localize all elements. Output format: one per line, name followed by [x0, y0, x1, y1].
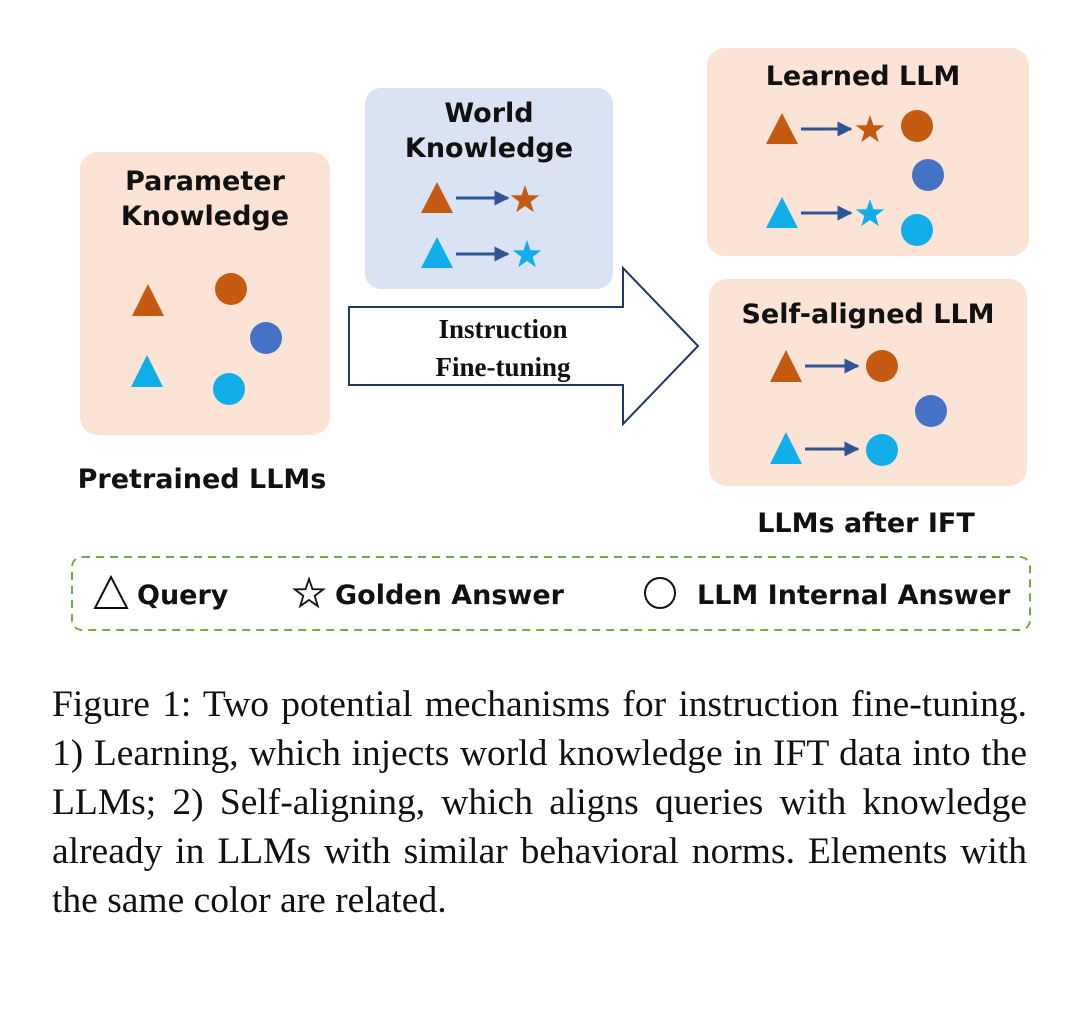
triangle-icon [93, 574, 129, 609]
circle-icon [901, 110, 933, 142]
instruction-fine-tuning-arrow: Instruction Fine-tuning [348, 265, 700, 427]
legend: Query Golden Answer LLM Internal Answer [71, 556, 1031, 631]
triangle-icon [770, 432, 802, 464]
triangle-icon [131, 355, 163, 387]
triangle-icon [132, 284, 164, 316]
parameter-knowledge-title-line1: Parameter [125, 166, 285, 197]
figure-caption: Figure 1: Two potential mechanisms for i… [52, 684, 1027, 921]
circle-icon [915, 395, 947, 427]
circle-icon [250, 322, 282, 354]
world-knowledge-panel: World Knowledge [365, 88, 613, 289]
world-knowledge-title-line1: World [444, 98, 533, 129]
triangle-icon [421, 237, 453, 268]
circle-icon [644, 577, 676, 609]
circle-icon [213, 373, 245, 405]
legend-golden-answer-label: Golden Answer [335, 580, 565, 611]
arrow-label-line1: Instruction [438, 314, 567, 344]
triangle-icon [421, 182, 453, 213]
pretrained-llms-label: Pretrained LLMs [78, 464, 327, 495]
ift-mechanism-diagram: Parameter Knowledge Pretrained LLMs Worl… [71, 48, 1031, 631]
arrow-label-line2: Fine-tuning [435, 352, 571, 382]
circle-icon [866, 434, 898, 466]
world-knowledge-title-line2: Knowledge [405, 133, 573, 164]
circle-icon [901, 214, 933, 246]
star-icon [293, 578, 325, 607]
circle-icon [912, 159, 944, 191]
legend-query-label: Query [137, 580, 229, 611]
triangle-icon [766, 197, 798, 228]
llms-after-ift-label: LLMs after IFT [757, 508, 975, 539]
legend-internal-answer-label: LLM Internal Answer [697, 580, 1011, 611]
circle-icon [866, 350, 898, 382]
learned-llm-panel: Learned LLM [707, 48, 1029, 256]
learned-llm-title: Learned LLM [766, 61, 961, 92]
parameter-knowledge-panel: Parameter Knowledge [80, 152, 330, 435]
triangle-icon [770, 350, 802, 382]
circle-icon [215, 273, 247, 305]
triangle-icon [766, 113, 798, 144]
self-aligned-llm-title: Self-aligned LLM [741, 299, 994, 330]
self-aligned-llm-panel: Self-aligned LLM [709, 279, 1027, 486]
parameter-knowledge-title-line2: Knowledge [121, 201, 289, 232]
